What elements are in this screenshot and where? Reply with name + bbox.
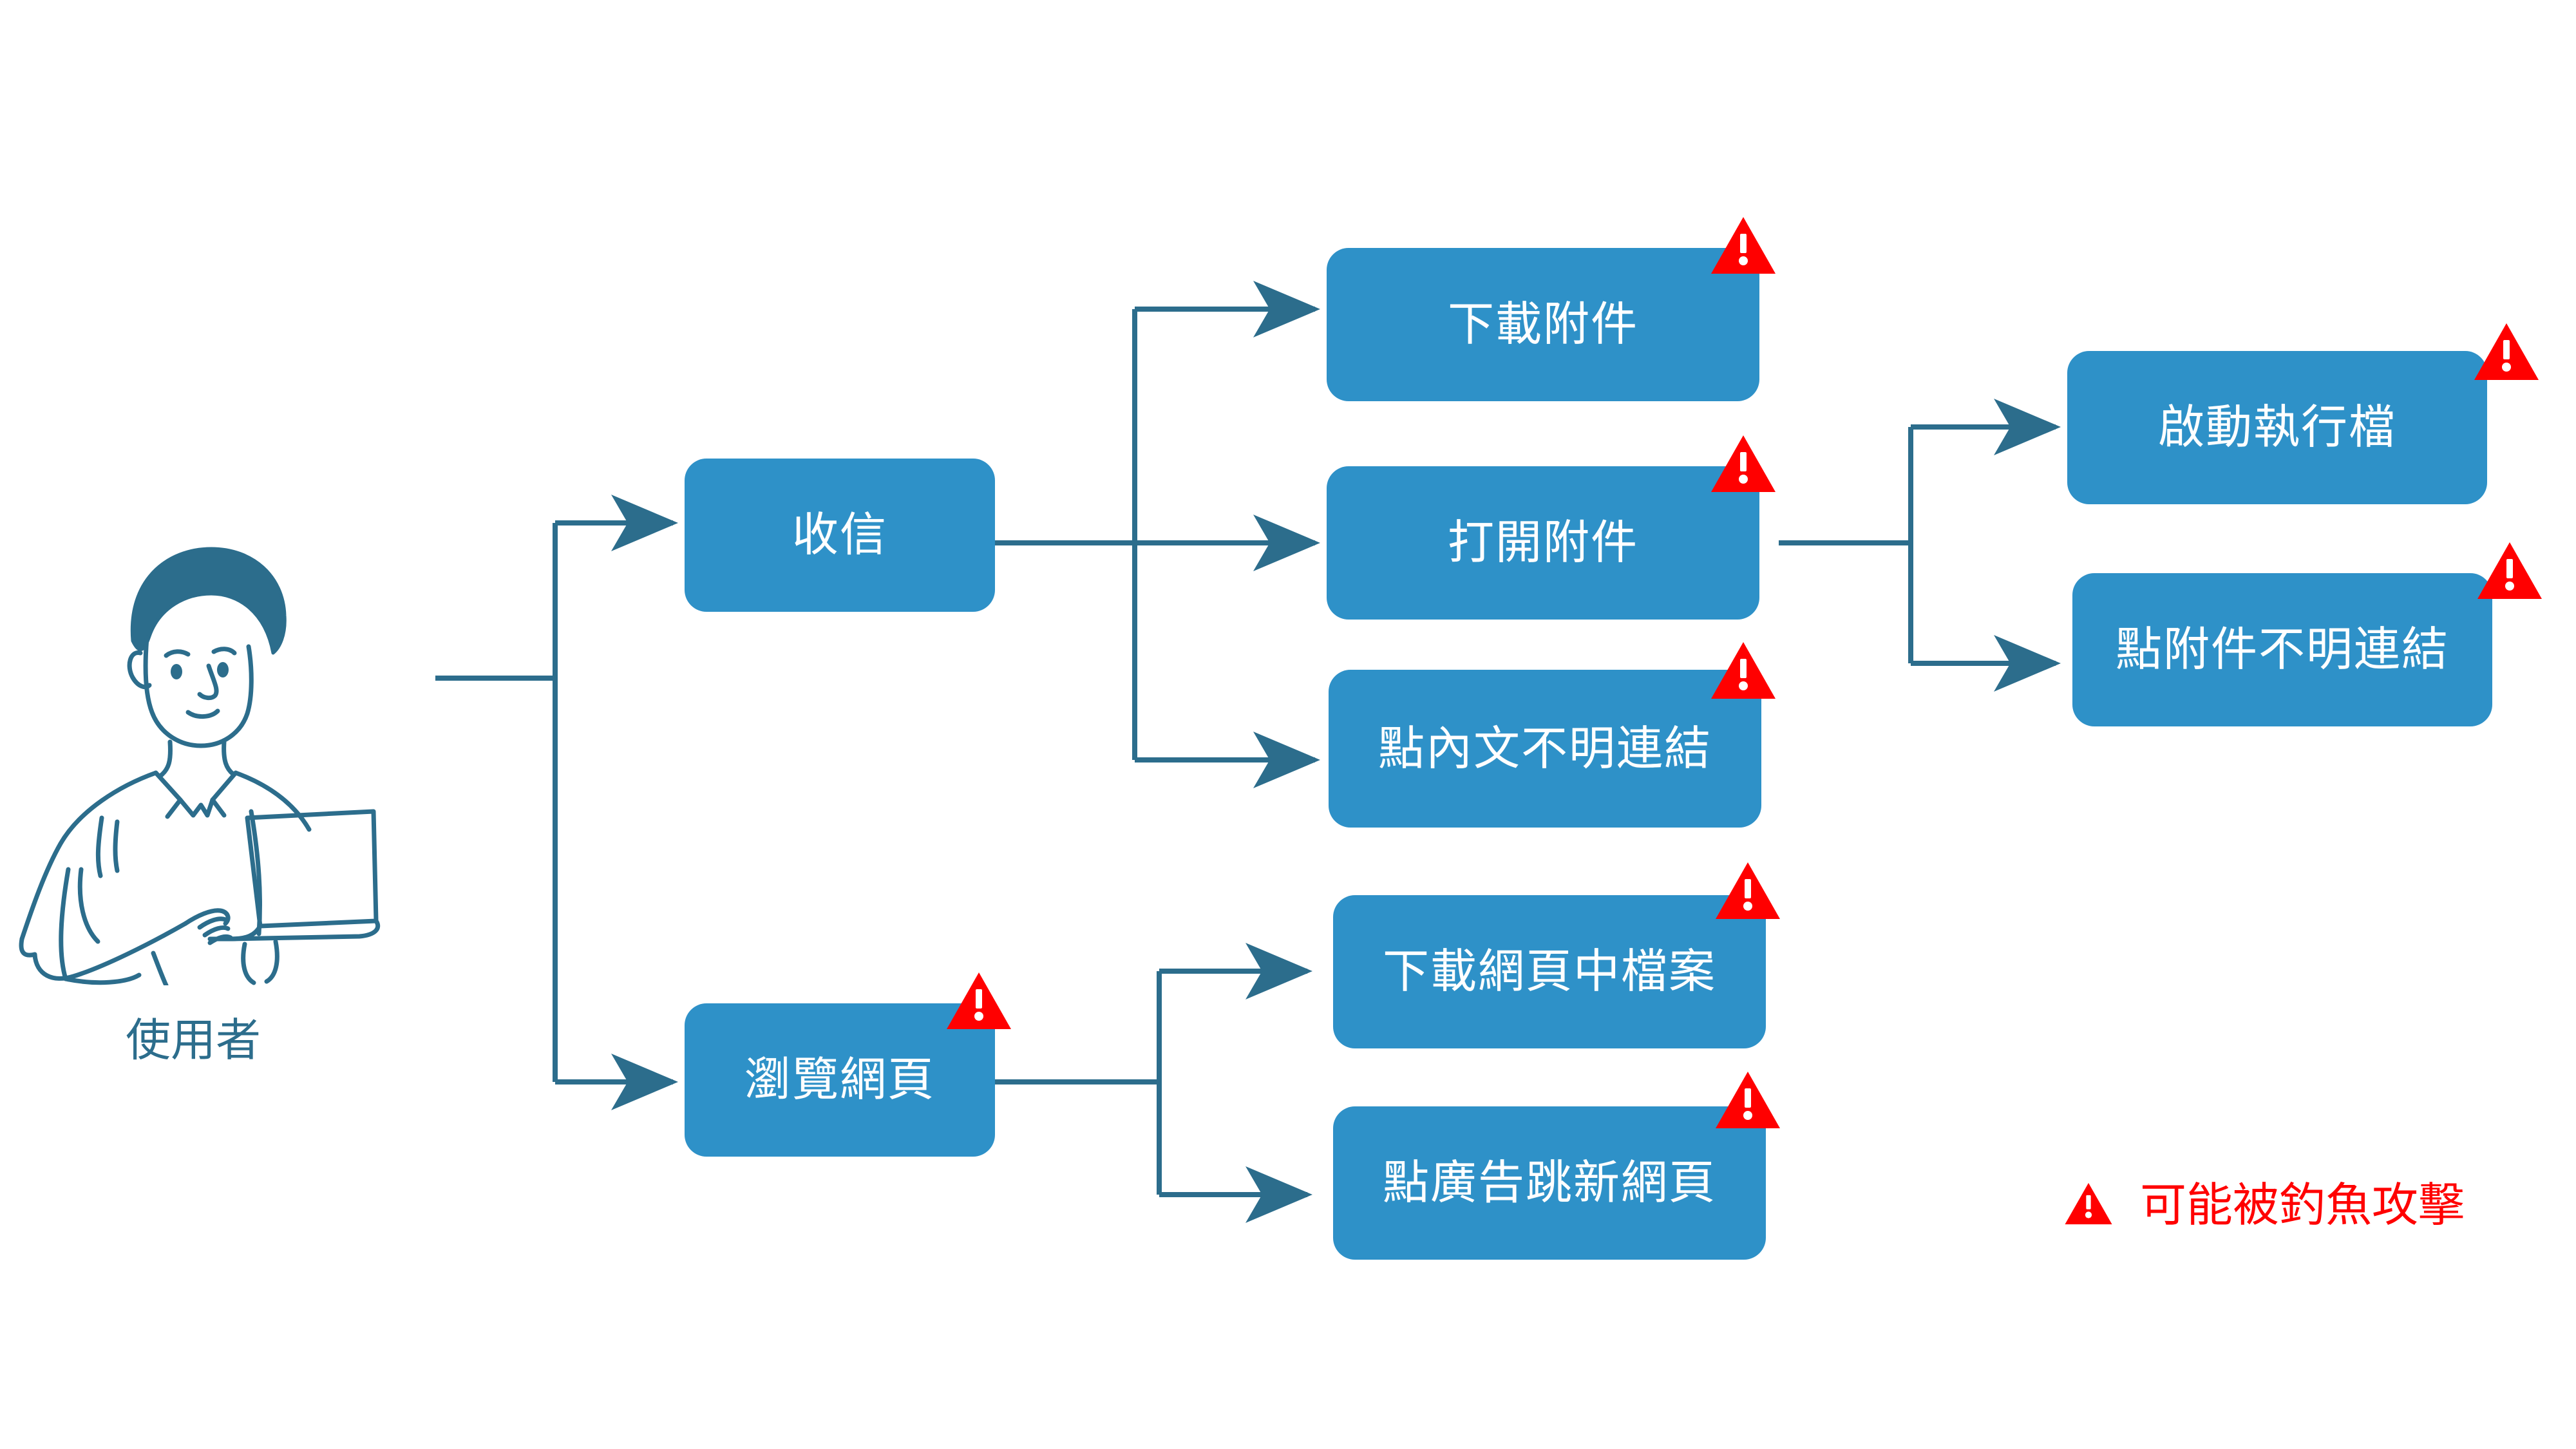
legend: 可能被釣魚攻擊 xyxy=(2064,1182,2465,1229)
node-click-attachment-link[interactable]: 點附件不明連結 xyxy=(2072,573,2492,726)
node-label-click-attachment-link: 點附件不明連結 xyxy=(2115,624,2449,676)
node-download-attachment[interactable]: 下載附件 xyxy=(1327,248,1759,401)
user-caption: 使用者 xyxy=(126,1015,261,1065)
node-open-attachment[interactable]: 打開附件 xyxy=(1327,466,1759,620)
node-label-receive-mail: 收信 xyxy=(791,509,887,561)
node-browse-web[interactable]: 瀏覽網頁 xyxy=(685,1003,995,1157)
node-click-ad-new-page[interactable]: 點廣告跳新網頁 xyxy=(1333,1106,1766,1260)
node-label-open-attachment: 打開附件 xyxy=(1447,517,1638,569)
node-label-click-ad-new-page: 點廣告跳新網頁 xyxy=(1382,1157,1716,1209)
warning-triangle-icon xyxy=(2064,1182,2113,1229)
node-receive-mail[interactable]: 收信 xyxy=(685,459,995,612)
node-label-browse-web: 瀏覽網頁 xyxy=(744,1054,935,1106)
person-with-laptop-illustration xyxy=(6,509,451,988)
node-label-download-attachment: 下載附件 xyxy=(1447,299,1638,350)
node-label-click-body-link: 點內文不明連結 xyxy=(1378,723,1712,775)
node-label-download-web-file: 下載網頁中檔案 xyxy=(1382,946,1716,998)
node-label-launch-executable: 啟動執行檔 xyxy=(2157,402,2396,453)
legend-label: 可能被釣魚攻擊 xyxy=(2140,1179,2465,1231)
node-click-body-link[interactable]: 點內文不明連結 xyxy=(1329,670,1761,828)
node-launch-executable[interactable]: 啟動執行檔 xyxy=(2067,351,2487,504)
node-download-web-file[interactable]: 下載網頁中檔案 xyxy=(1333,895,1766,1048)
